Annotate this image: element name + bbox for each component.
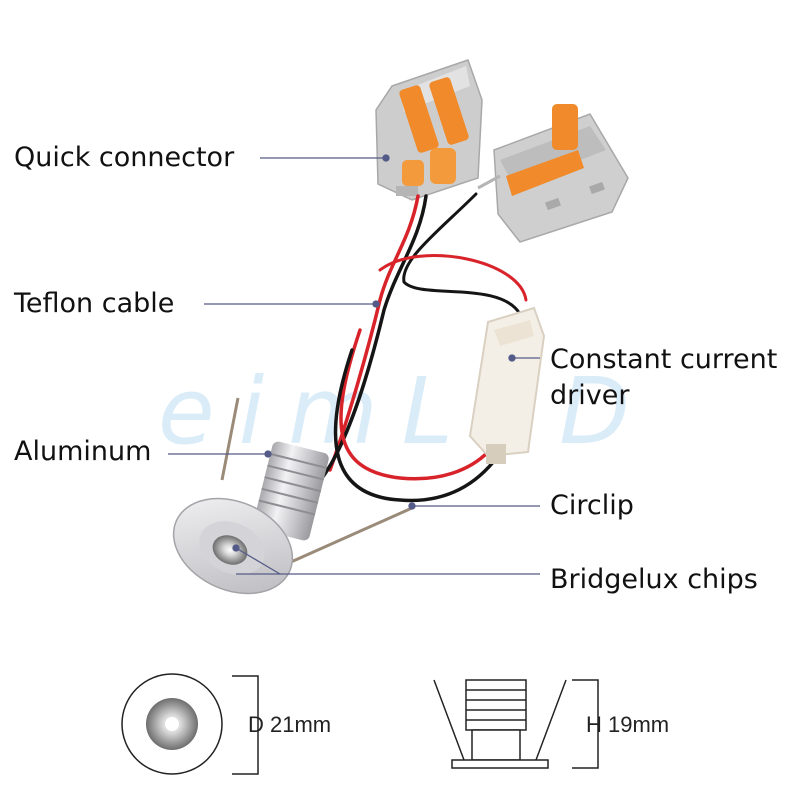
- aluminum-body: [172, 441, 329, 595]
- label-constant-current-line1: Constant current: [550, 344, 778, 375]
- dimension-diameter: D 21mm: [248, 712, 332, 737]
- label-circlip: Circlip: [550, 490, 634, 521]
- top-view-drawing: [121, 673, 259, 775]
- constant-current-driver: [468, 306, 546, 464]
- label-quick-connector: Quick connector: [14, 142, 235, 173]
- leader-lines: [168, 154, 540, 575]
- dimension-height: H 19mm: [586, 712, 670, 737]
- circlip-spring-right: [281, 506, 413, 568]
- quick-connector-right: [477, 104, 629, 243]
- side-view-drawing: [433, 679, 599, 769]
- label-bridgelux-chips: Bridgelux chips: [550, 564, 758, 595]
- label-teflon-cable: Teflon cable: [14, 288, 175, 319]
- circlip-spring-left: [220, 397, 240, 481]
- quick-connector-left: [375, 59, 483, 201]
- label-aluminum: Aluminum: [14, 436, 152, 467]
- label-constant-current-line2: driver: [550, 380, 630, 411]
